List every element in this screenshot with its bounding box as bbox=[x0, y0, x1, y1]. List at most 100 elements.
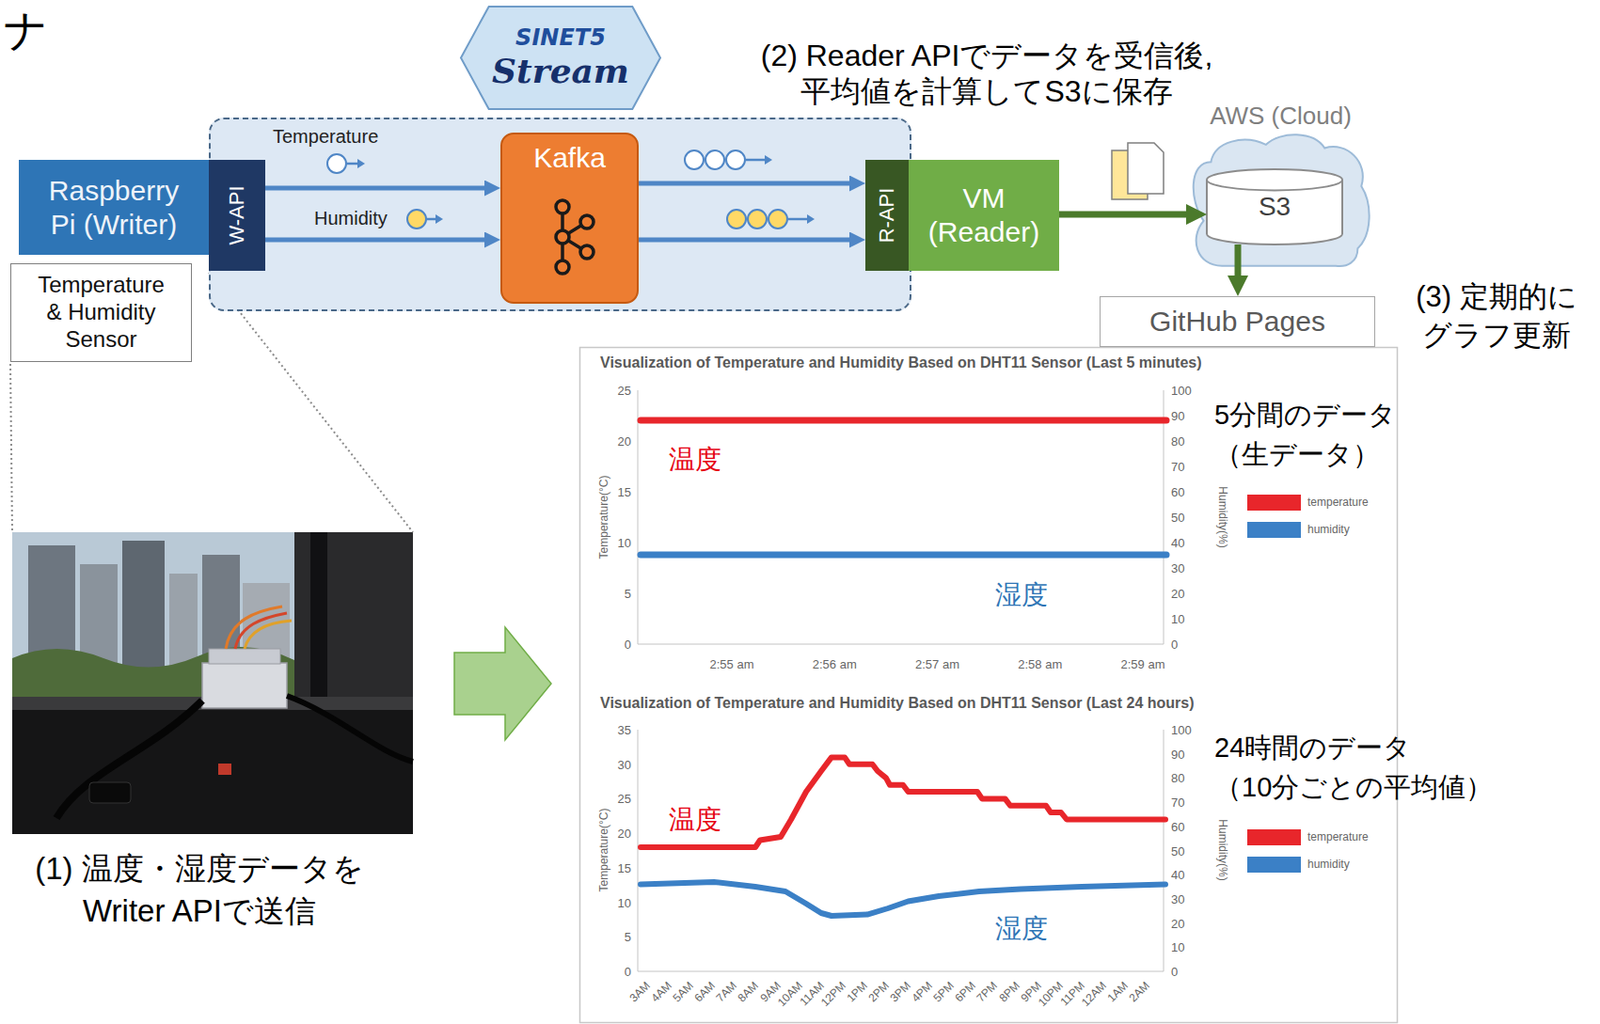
kafka-logo-part bbox=[580, 215, 594, 229]
data-packet-part bbox=[745, 158, 765, 162]
connector bbox=[265, 237, 488, 243]
axis-tick: 90 bbox=[1171, 409, 1185, 424]
data-packet-part bbox=[727, 209, 746, 229]
chart-axes-part bbox=[637, 729, 639, 972]
photo-part bbox=[56, 700, 203, 819]
chart-series-part bbox=[640, 882, 1166, 917]
series-label: 湿度 bbox=[995, 911, 1048, 948]
photo-part bbox=[242, 583, 290, 678]
data-packet-part bbox=[788, 218, 808, 222]
leader-line bbox=[10, 272, 413, 533]
axis-tick: 80 bbox=[1171, 771, 1185, 786]
kafka-logo bbox=[555, 200, 594, 274]
file-icon-part bbox=[1127, 142, 1164, 194]
node-label: S3 bbox=[1206, 191, 1343, 222]
photo-part bbox=[225, 606, 283, 650]
photo-part bbox=[12, 647, 295, 698]
photo-part bbox=[28, 545, 76, 678]
photo-part bbox=[202, 663, 287, 709]
photo-part bbox=[79, 564, 118, 678]
series-label: 湿度 bbox=[995, 577, 1048, 614]
data-packet-part bbox=[764, 155, 773, 165]
legend-swatch bbox=[1247, 856, 1301, 873]
title-fragment: ナ bbox=[3, 1, 48, 61]
axis-tick: 15 bbox=[617, 860, 632, 875]
photo-part bbox=[202, 554, 240, 678]
photo-part bbox=[89, 782, 131, 804]
axis-tick: 4PM bbox=[909, 979, 935, 1005]
connector bbox=[1235, 244, 1242, 280]
axis-tick: 2:57 am bbox=[915, 657, 960, 672]
axis-tick: 90 bbox=[1171, 746, 1185, 761]
kafka-broker: Kafka bbox=[500, 132, 639, 304]
file-icon-part bbox=[1111, 150, 1148, 200]
axis-tick: 8PM bbox=[996, 979, 1022, 1005]
hex-outline-path bbox=[460, 6, 661, 110]
axis-tick: 20 bbox=[617, 826, 632, 841]
node-label: R-API bbox=[874, 188, 900, 244]
data-packet bbox=[327, 150, 815, 229]
legend-swatch bbox=[1247, 829, 1301, 846]
kafka-logo-part bbox=[562, 221, 587, 238]
leader-line-part bbox=[10, 364, 13, 533]
series-label: 温度 bbox=[668, 802, 722, 839]
axis-tick: 6PM bbox=[952, 979, 979, 1005]
axis-tick: 10 bbox=[1171, 940, 1185, 955]
series-label: 温度 bbox=[668, 442, 722, 478]
axis-tick: 5 bbox=[624, 586, 632, 602]
connector bbox=[638, 237, 853, 243]
photo-part bbox=[169, 573, 198, 678]
legend-label: humidity bbox=[1307, 522, 1350, 537]
axis-tick: 10 bbox=[617, 536, 632, 551]
connector bbox=[638, 181, 853, 187]
axis-tick: 2:56 am bbox=[812, 657, 857, 672]
legend-item: humidity bbox=[1247, 855, 1350, 874]
chart-series bbox=[640, 420, 1167, 917]
axis-tick: 7PM bbox=[974, 979, 1000, 1005]
node-label: VM (Reader) bbox=[918, 181, 1050, 250]
writer-api: W-API bbox=[208, 159, 266, 271]
chart-axes-part bbox=[1163, 390, 1165, 645]
axis-tick: 6AM bbox=[692, 979, 718, 1005]
legend-label: temperature bbox=[1307, 830, 1369, 844]
axis-tick: 10 bbox=[617, 895, 632, 910]
data-packet-part bbox=[327, 154, 347, 174]
axis-tick: 20 bbox=[1171, 586, 1185, 602]
step-note: (1) 温度・湿度データを Writer APIで送信 bbox=[20, 847, 379, 933]
axis-tick: 20 bbox=[1171, 916, 1185, 931]
axis-title: Humidity(%) bbox=[1216, 819, 1230, 881]
legend-label: humidity bbox=[1307, 857, 1350, 872]
file-icon bbox=[1111, 142, 1164, 200]
connector-label: Temperature bbox=[272, 126, 379, 148]
axis-title: Humidity(%) bbox=[1216, 486, 1230, 548]
data-packet-part bbox=[357, 158, 365, 169]
axis-tick: 25 bbox=[617, 792, 632, 807]
connector bbox=[1059, 211, 1190, 219]
axis-tick: 2:59 am bbox=[1121, 657, 1166, 672]
data-packet-part bbox=[705, 150, 725, 170]
axis-tick: 15 bbox=[617, 485, 632, 500]
kafka-logo-part bbox=[555, 260, 570, 274]
photo-part bbox=[12, 532, 295, 698]
axis-tick: 0 bbox=[1171, 965, 1178, 980]
axis-tick: 25 bbox=[617, 383, 632, 398]
data-packet-part bbox=[747, 209, 767, 229]
axis-tick: 3AM bbox=[627, 979, 653, 1005]
node-label: AWS (Cloud) bbox=[1188, 101, 1373, 131]
connector-label: Humidity bbox=[314, 207, 388, 230]
chart-axes-part bbox=[637, 644, 1164, 646]
chart-note: 24時間のデータ （10分ごとの平均値） bbox=[1214, 728, 1506, 808]
axis-tick: 4AM bbox=[649, 979, 675, 1005]
legend-swatch bbox=[1247, 522, 1301, 539]
writer-box: Raspberry Pi (Writer) bbox=[18, 159, 209, 255]
axis-tick: 0 bbox=[1171, 637, 1178, 652]
photo-part bbox=[244, 620, 292, 650]
legend-item: temperature bbox=[1247, 827, 1369, 847]
axis-tick: 1AM bbox=[1105, 979, 1131, 1005]
kafka-logo-part bbox=[560, 206, 565, 268]
axis-tick: 5AM bbox=[670, 979, 697, 1005]
photo-part bbox=[12, 710, 413, 835]
axis-tick: 5 bbox=[624, 930, 632, 945]
axis-tick: 80 bbox=[1171, 434, 1185, 449]
axis-tick: 8AM bbox=[735, 979, 761, 1005]
